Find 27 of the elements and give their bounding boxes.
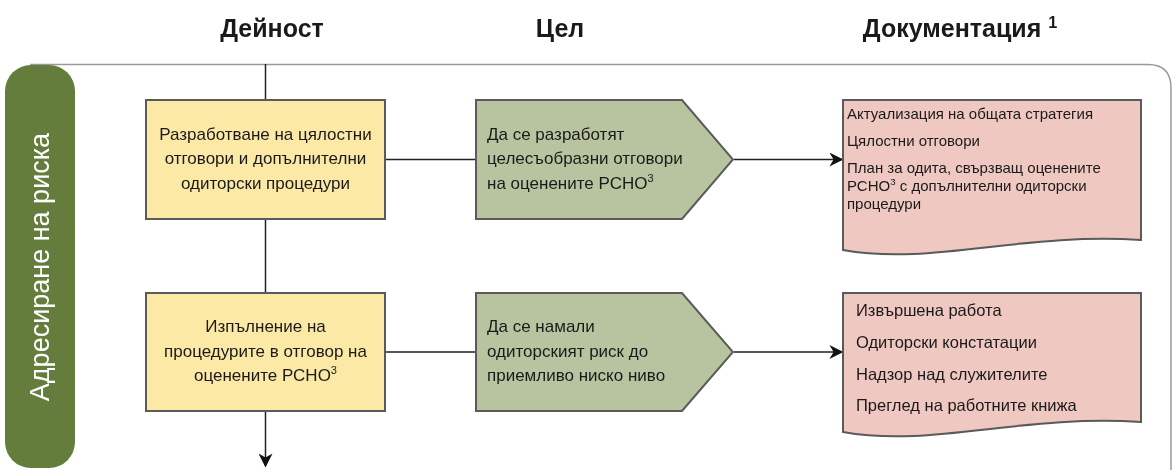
goal-text: Да се намали одиторският риск до приемливо ниско ниво: [487, 316, 667, 388]
connector-line: [264, 63, 267, 100]
document-item: Актуализация на общата стратегия: [847, 105, 1095, 123]
column-header: Дейност: [220, 14, 324, 43]
document-item: Цялостни отговори: [847, 132, 981, 150]
goal-pentagon: [475, 292, 734, 412]
document-item: Надзор над служителите: [856, 364, 1049, 385]
document-item: Одиторски констатации: [856, 332, 1038, 353]
connector-line: [385, 158, 476, 161]
arrow: [733, 152, 844, 167]
document-item: Извършена работа: [856, 301, 1003, 321]
document-item: Преглед на работните книжа: [856, 396, 1078, 417]
goal-text: Да се разработят целесъобразни отговори на оценените РСНО$^{3}$: [487, 123, 684, 195]
lane-title: Адресиране на риска: [24, 132, 56, 401]
activity-box: [145, 292, 386, 412]
arrow: [258, 411, 273, 468]
connector-line: [385, 351, 476, 353]
activity-text: Изпълнение на процедурите в отговор на оценените РСНО$^{3}$: [163, 316, 368, 388]
column-header: Цел: [535, 14, 585, 43]
arrow: [733, 345, 844, 359]
activity-text: Разработване на цялостни отговори и допълнителни одиторски процедури: [158, 123, 373, 195]
column-header: Документация $^{1}$: [862, 14, 1058, 43]
connector-line: [264, 219, 267, 293]
goal-pentagon: [475, 99, 734, 220]
lane-band: [5, 65, 75, 468]
document-item: План за одита, свързващ оценените РСНО$^{3}$ с допълнителни одиторски процедури: [847, 159, 1102, 213]
activity-box: [145, 99, 386, 220]
